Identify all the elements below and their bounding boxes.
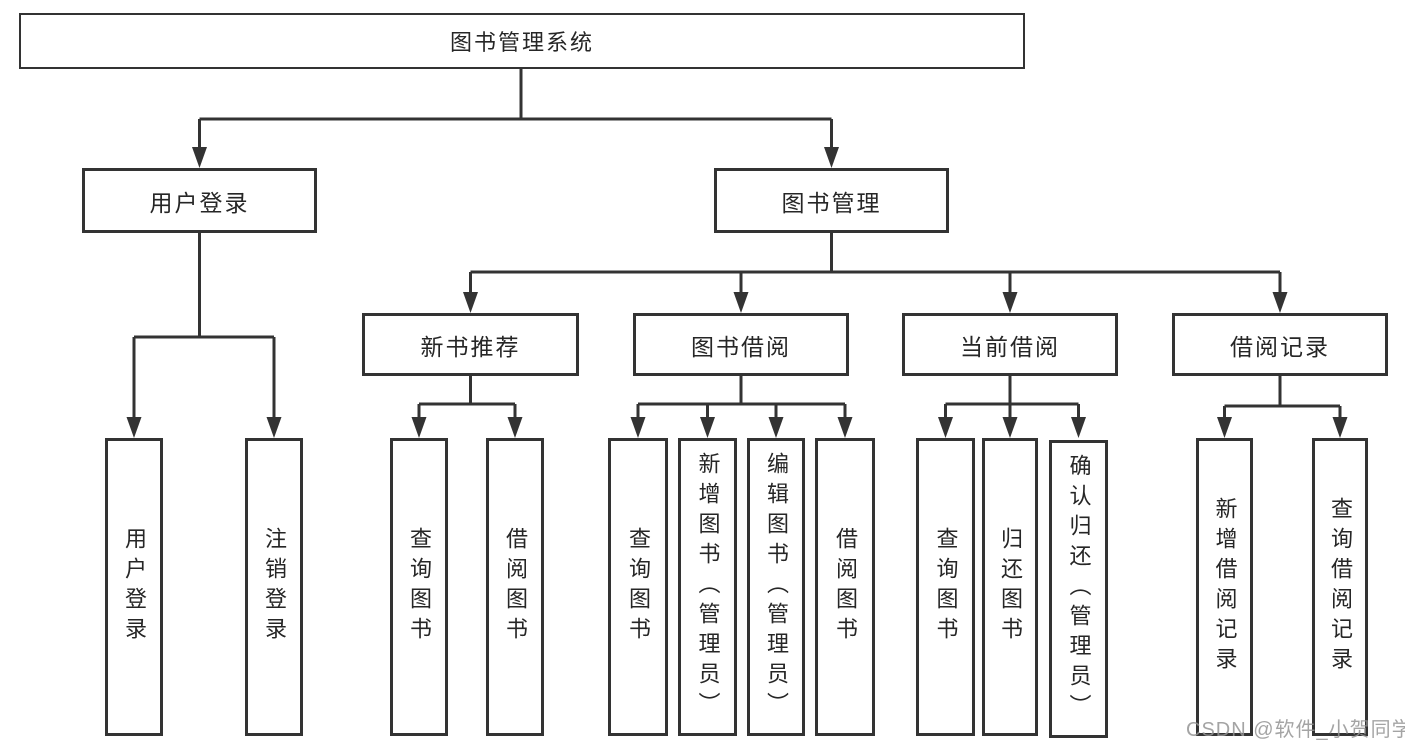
- node-leaf-query-books-1: 查询图书: [390, 438, 448, 736]
- arrowhead-icon: [824, 147, 839, 168]
- node-label: 用户登录: [122, 527, 147, 647]
- node-label: 归还图书: [998, 527, 1023, 647]
- node-book-management: 图书管理: [714, 168, 949, 233]
- node-leaf-add-borrow-record: 新增借阅记录: [1196, 438, 1253, 736]
- node-leaf-borrow-books-1: 借阅图书: [486, 438, 544, 736]
- node-leaf-query-books-2: 查询图书: [608, 438, 668, 736]
- arrowhead-icon: [1272, 292, 1288, 313]
- node-label: 图书借阅: [691, 333, 791, 360]
- node-label: 查询借阅记录: [1328, 497, 1353, 677]
- node-label: 图书管理系统: [449, 30, 594, 55]
- node-label: 用户登录: [149, 189, 250, 216]
- arrowhead-icon: [700, 417, 715, 438]
- node-current-borrowing: 当前借阅: [902, 313, 1118, 376]
- node-leaf-return-books: 归还图书: [982, 438, 1038, 736]
- arrowhead-icon: [630, 417, 646, 438]
- arrowhead-icon: [837, 417, 853, 438]
- arrowhead-icon: [507, 417, 523, 438]
- node-leaf-borrow-books-2: 借阅图书: [815, 438, 875, 736]
- node-label: 确认归还（管理员）: [1066, 454, 1092, 724]
- arrowhead-icon: [1071, 417, 1086, 438]
- node-leaf-user-login: 用户登录: [105, 438, 163, 736]
- arrowhead-icon: [463, 292, 478, 313]
- node-label: 新书推荐: [420, 333, 521, 360]
- node-label: 借阅图书: [503, 527, 528, 647]
- arrowhead-icon: [1002, 292, 1018, 313]
- node-book-borrowing: 图书借阅: [633, 313, 849, 376]
- node-label: 图书管理: [781, 189, 882, 216]
- connector-path: [132, 69, 1342, 422]
- node-label: 查询图书: [933, 527, 959, 647]
- node-leaf-logout: 注销登录: [245, 438, 303, 736]
- arrowhead-icon: [266, 417, 282, 438]
- arrowhead-icon: [192, 147, 207, 168]
- node-label: 查询图书: [626, 527, 651, 647]
- node-leaf-query-books-3: 查询图书: [916, 438, 975, 736]
- node-leaf-edit-books-admin: 编辑图书（管理员）: [747, 438, 805, 736]
- node-label: 借阅记录: [1230, 333, 1330, 360]
- node-borrowing-records: 借阅记录: [1172, 313, 1388, 376]
- arrowhead-icon: [126, 417, 142, 438]
- arrowhead-icon: [1332, 417, 1348, 438]
- node-new-book-recommendation: 新书推荐: [362, 313, 579, 376]
- arrowhead-icon: [733, 292, 749, 313]
- node-root: 图书管理系统: [19, 13, 1025, 69]
- node-leaf-add-books-admin: 新增图书（管理员）: [678, 438, 737, 736]
- arrowhead-icon: [411, 417, 427, 438]
- arrowhead-icon: [1002, 417, 1018, 438]
- node-label: 当前借阅: [960, 333, 1060, 360]
- arrowhead-icon: [768, 417, 784, 438]
- node-leaf-confirm-return-admin: 确认归还（管理员）: [1049, 440, 1108, 738]
- node-label: 新增借阅记录: [1212, 497, 1238, 677]
- node-leaf-query-borrow-record: 查询借阅记录: [1312, 438, 1368, 736]
- node-label: 借阅图书: [833, 527, 858, 647]
- watermark-text: CSDN @软件_小贺同学: [1186, 719, 1405, 741]
- arrowhead-icon: [1217, 417, 1232, 438]
- node-user-login: 用户登录: [82, 168, 317, 233]
- arrowhead-icon: [938, 417, 953, 438]
- node-label: 查询图书: [407, 527, 432, 647]
- node-label: 注销登录: [262, 527, 287, 647]
- node-label: 新增图书（管理员）: [695, 452, 721, 722]
- node-label: 编辑图书（管理员）: [764, 452, 789, 722]
